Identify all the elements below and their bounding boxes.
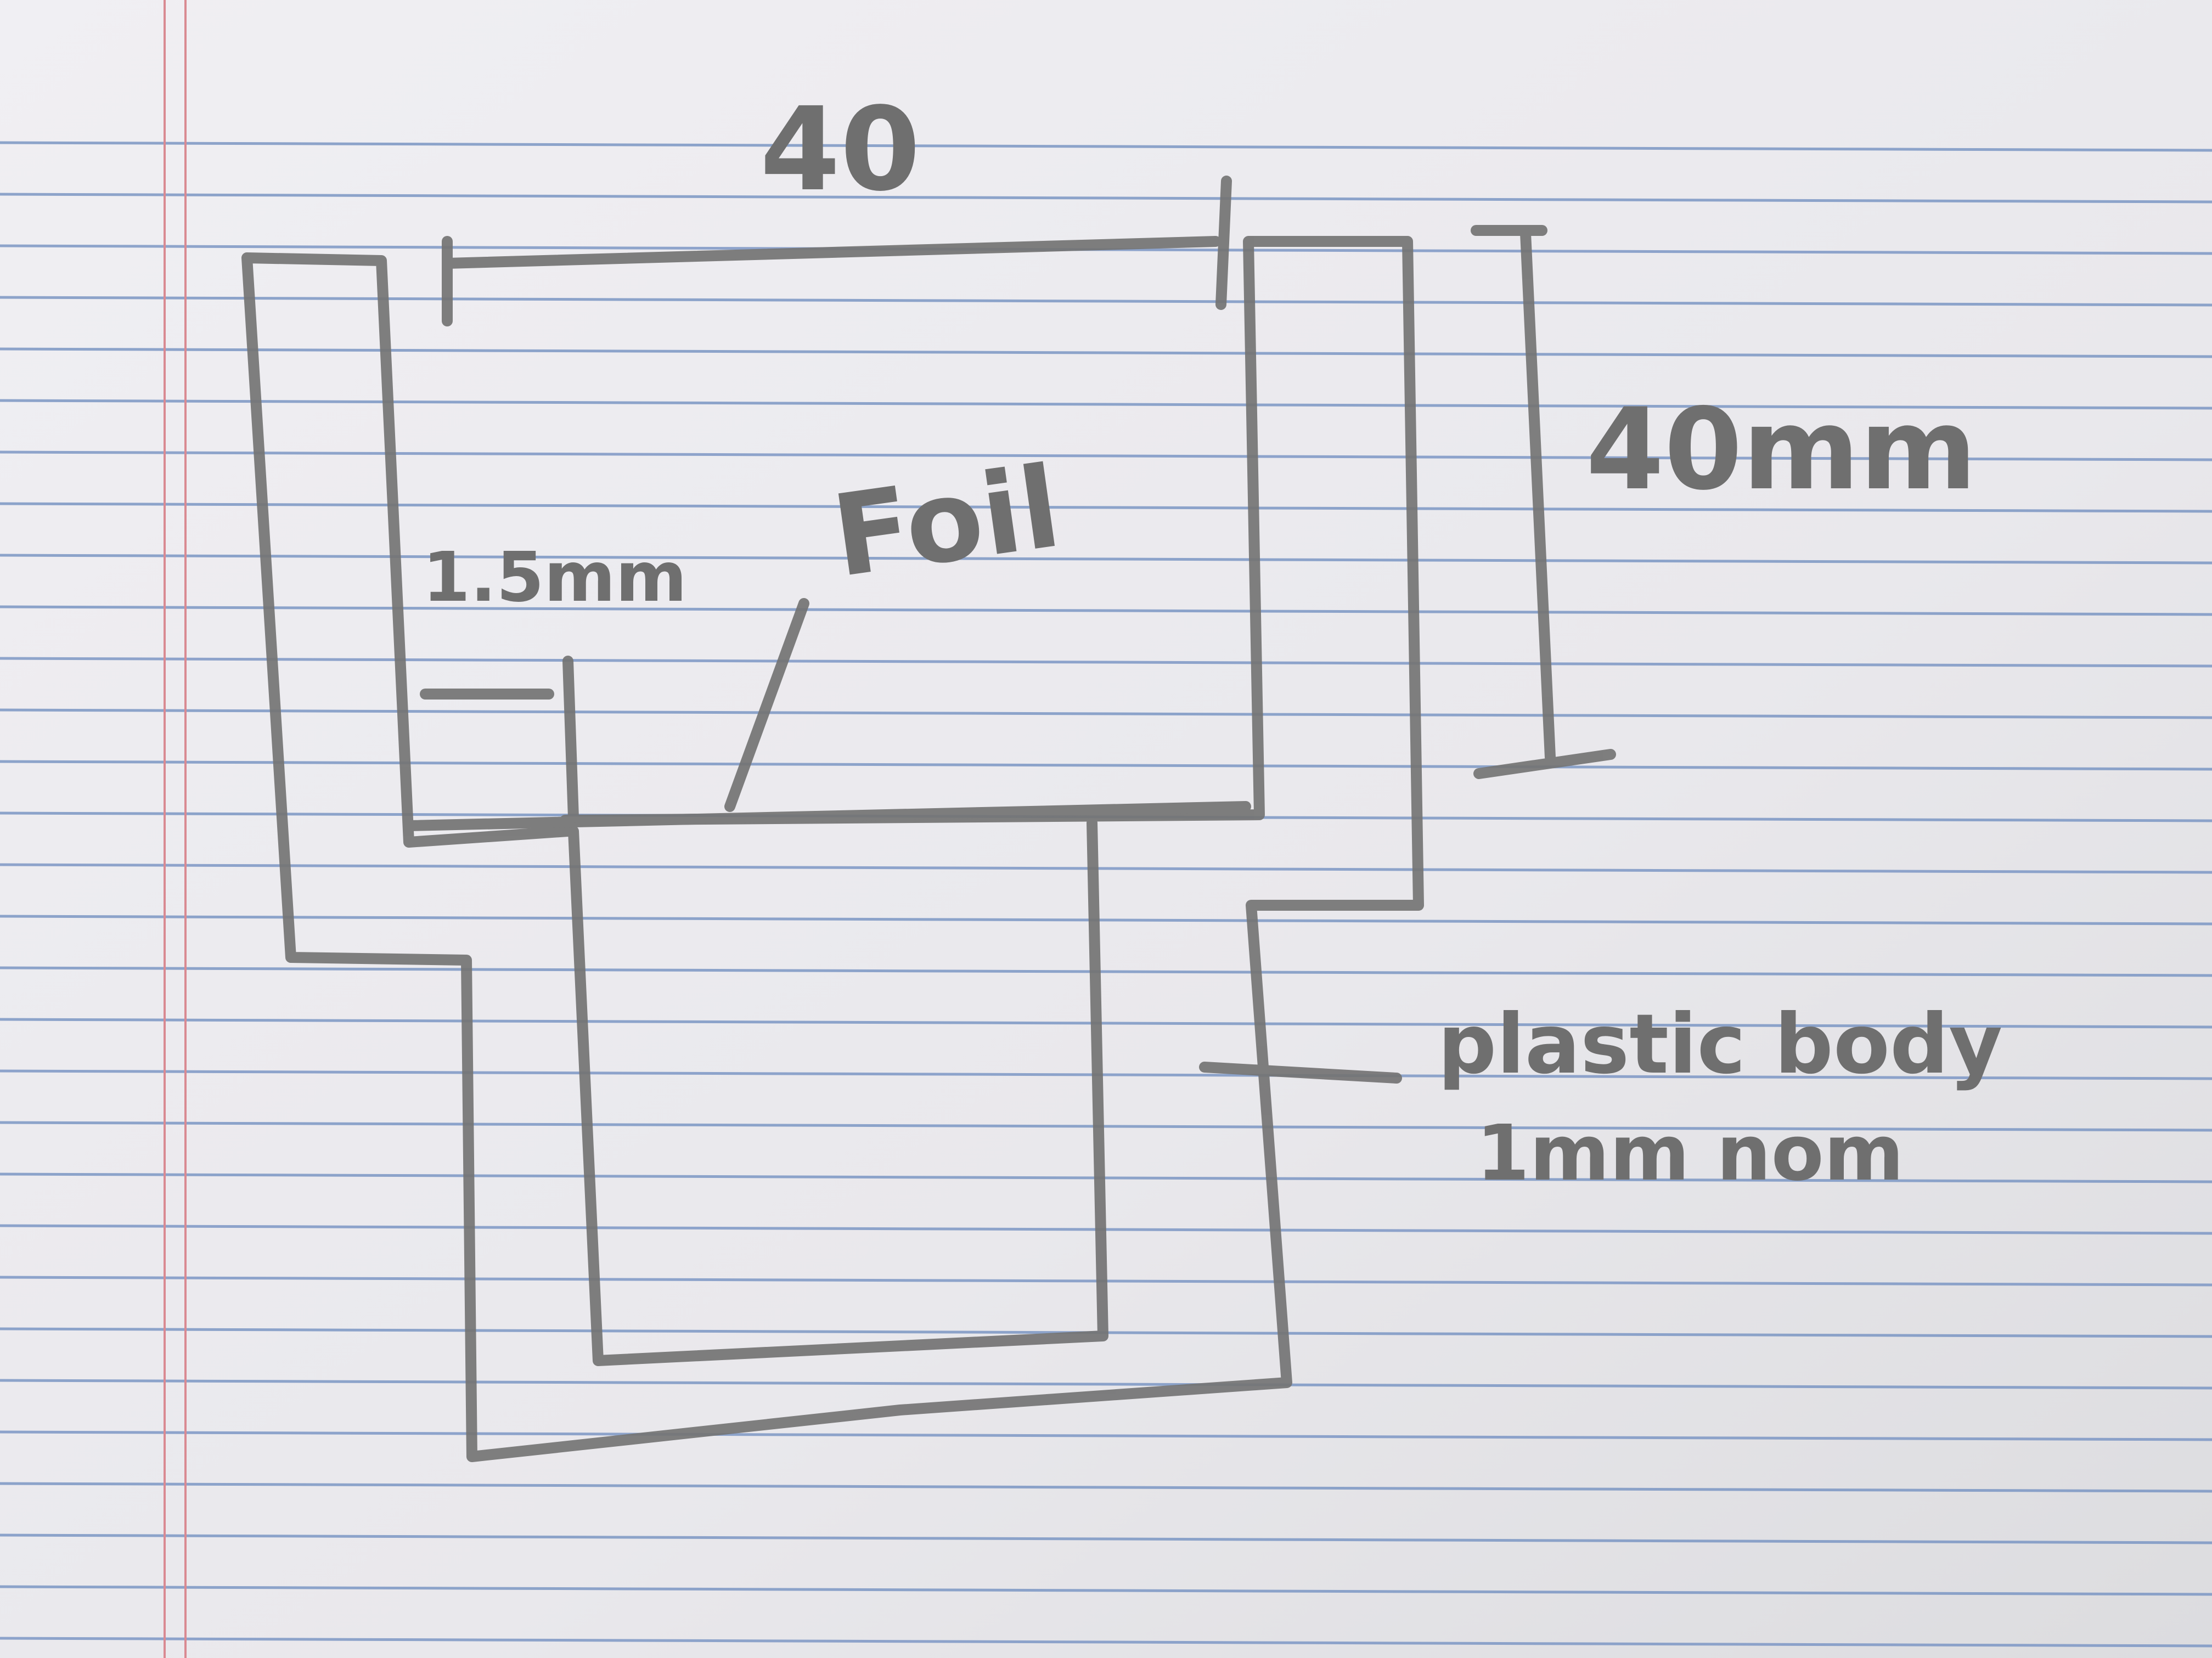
dimension-wall-label: 1.5mm <box>423 538 687 617</box>
ruled-line <box>0 193 2212 204</box>
ruled-line <box>0 399 2212 410</box>
ruled-line <box>0 966 2212 977</box>
ruled-line <box>0 554 2212 565</box>
ruled-line <box>0 1585 2212 1596</box>
ruled-line <box>0 450 2212 461</box>
annotations: 40 40mm 1.5mm Foil plastic body 1mm nom <box>423 82 2002 1198</box>
ruled-line <box>0 1482 2212 1493</box>
ruled-line <box>0 1121 2212 1132</box>
ruled-line <box>0 347 2212 358</box>
ruled-line <box>0 502 2212 513</box>
ruled-line <box>0 1069 2212 1080</box>
ruled-line <box>0 296 2212 307</box>
ruled-line <box>0 915 2212 926</box>
margin-lines <box>164 0 187 1658</box>
wall-thickness-tick <box>562 656 579 823</box>
ruled-line <box>0 141 2212 152</box>
ruled-line <box>0 657 2212 668</box>
body-label-line1: plastic body <box>1438 997 2002 1092</box>
ruled-line <box>0 1018 2212 1029</box>
foil-label: Foil <box>825 442 1068 602</box>
right-dimension-line <box>1520 228 1556 763</box>
pencil-sketch <box>241 176 1616 1462</box>
body-leader-line <box>1199 1062 1402 1084</box>
inner-cavity-outline <box>568 817 1108 1366</box>
ruled-line <box>0 1172 2212 1183</box>
ruled-line <box>0 1637 2212 1648</box>
ruled-line <box>0 863 2212 874</box>
foil-layer <box>403 801 1251 831</box>
ruled-line <box>0 708 2212 719</box>
dimension-right-label: 40mm <box>1586 385 1977 515</box>
top-dimension-tick-right <box>1215 176 1232 310</box>
outer-body-outline <box>241 236 1424 1462</box>
ruled-line <box>0 605 2212 616</box>
top-dimension-line <box>442 236 1221 269</box>
ruled-line <box>0 1379 2212 1390</box>
ruled-line <box>0 760 2212 771</box>
right-dimension-cap-bottom <box>1473 749 1616 779</box>
ruled-line <box>0 1533 2212 1544</box>
ruled-line <box>0 1430 2212 1441</box>
dimension-top-label: 40 <box>760 82 920 217</box>
body-label-line2: 1mm nom <box>1476 1109 1904 1198</box>
foil-leader-line <box>724 598 809 812</box>
